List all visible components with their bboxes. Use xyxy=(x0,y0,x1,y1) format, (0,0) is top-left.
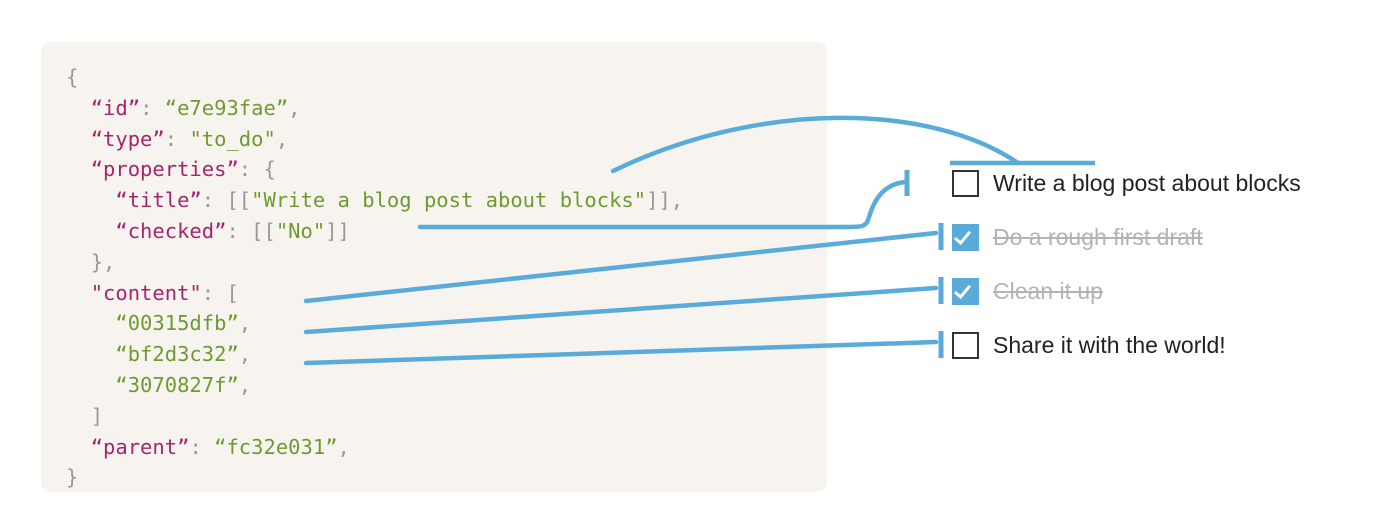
json-code-panel: { “id”: “e7e93fae”, “type”: "to_do", “pr… xyxy=(41,42,827,492)
todo-item-1[interactable]: Do a rough first draft xyxy=(952,222,1203,252)
checkbox-unchecked-icon[interactable] xyxy=(952,331,979,359)
todo-item-label: Clean it up xyxy=(993,277,1103,304)
checkmark-icon xyxy=(953,226,972,245)
todo-item-label: Share it with the world! xyxy=(993,331,1226,358)
checkbox-checked-icon[interactable] xyxy=(952,277,979,305)
checkbox-checked-icon[interactable] xyxy=(952,223,979,251)
todo-item-label: Write a blog post about blocks xyxy=(993,169,1301,196)
todo-item-2[interactable]: Clean it up xyxy=(952,276,1103,306)
todo-item-3[interactable]: Share it with the world! xyxy=(952,330,1226,360)
checkbox-unchecked-icon[interactable] xyxy=(952,169,979,197)
todo-item-label: Do a rough first draft xyxy=(993,223,1203,250)
checkmark-icon xyxy=(953,280,972,299)
json-code-text: { “id”: “e7e93fae”, “type”: "to_do", “pr… xyxy=(66,65,684,490)
todo-item-0[interactable]: Write a blog post about blocks xyxy=(952,168,1301,198)
